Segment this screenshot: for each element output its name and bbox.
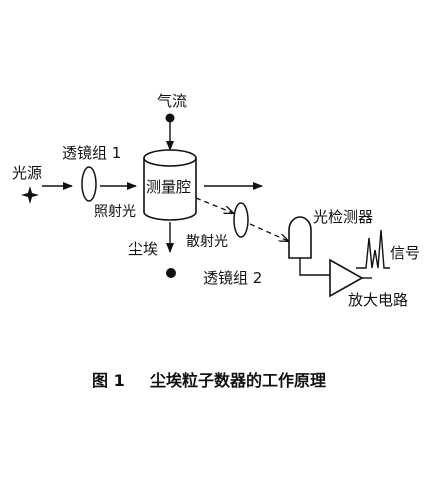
light-source-icon [21, 186, 39, 204]
measurement-chamber-label: 测量腔 [146, 178, 191, 196]
scattered-light-label: 散射光 [186, 234, 228, 250]
airflow-label: 气流 [157, 92, 187, 110]
dust-label: 尘埃 [128, 240, 158, 258]
detector-wire [299, 258, 330, 276]
irradiation-light-label: 照射光 [94, 204, 136, 220]
amplifier [329, 258, 364, 298]
lens-group-1-label: 透镜组 1 [62, 144, 121, 162]
airflow-particle-dot [165, 113, 175, 123]
signal-label: 信号 [390, 244, 420, 262]
figure-number: 图 1 [92, 371, 125, 390]
dust-particle-dot [166, 268, 176, 278]
measurement-chamber [143, 149, 197, 221]
lens-group-1 [81, 166, 97, 202]
photodetector [288, 216, 312, 259]
amplifier-circuit-label: 放大电路 [348, 291, 408, 309]
scattered-light-to-lens-arrow [195, 197, 233, 213]
lens-group-2 [233, 202, 249, 238]
figure-caption: 尘埃粒子数器的工作原理 [150, 371, 326, 390]
lens-to-detector-arrow [249, 223, 288, 241]
photodetector-label: 光检测器 [313, 208, 373, 226]
light-source-label: 光源 [12, 164, 42, 182]
signal-pulses [356, 229, 390, 269]
lens-group-2-label: 透镜组 2 [203, 269, 262, 287]
